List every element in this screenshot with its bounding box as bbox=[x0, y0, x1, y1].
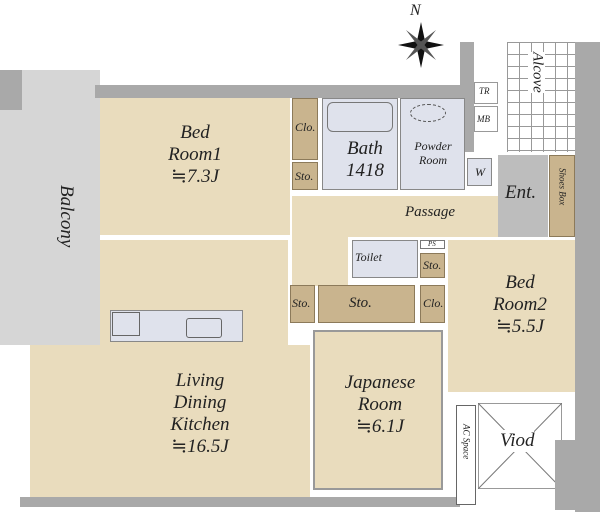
wall bbox=[555, 440, 575, 510]
void-label: Viod bbox=[500, 430, 535, 452]
balcony-label: Balcony bbox=[55, 185, 77, 248]
closet-bedroom2: Clo. bbox=[420, 285, 445, 323]
entrance-label: Ent. bbox=[505, 182, 537, 203]
storage-ldk: Sto. bbox=[290, 285, 315, 323]
mb-label: MB bbox=[477, 114, 490, 124]
stove-icon bbox=[112, 312, 140, 336]
alcove-label: Alcove bbox=[528, 52, 546, 93]
kitchen-sink-icon bbox=[186, 318, 222, 338]
compass-rose-icon bbox=[398, 22, 444, 68]
ldk bbox=[30, 345, 310, 497]
wall bbox=[0, 70, 22, 110]
wall bbox=[575, 42, 600, 512]
wall bbox=[95, 85, 465, 98]
bathtub-icon bbox=[327, 102, 393, 132]
passage-label: Passage bbox=[405, 204, 455, 220]
storage-bedroom1: Sto. bbox=[292, 162, 318, 190]
storage-main: Sto. bbox=[318, 285, 415, 323]
mb-box: MB bbox=[474, 106, 498, 132]
bedroom2 bbox=[448, 240, 575, 392]
closet-bedroom1: Clo. bbox=[292, 98, 318, 160]
bedroom1 bbox=[100, 98, 290, 235]
ac-space: AC Space bbox=[456, 405, 476, 505]
tr-box: TR bbox=[474, 82, 498, 104]
compass-north-label: N bbox=[410, 2, 421, 19]
storage-toilet: Sto. bbox=[420, 253, 445, 278]
passage-extension bbox=[292, 236, 348, 286]
ps-box: PS bbox=[420, 240, 445, 249]
toilet: Toilet bbox=[352, 240, 418, 278]
japanese-room bbox=[313, 330, 443, 490]
entrance bbox=[498, 155, 548, 237]
balcony bbox=[0, 70, 100, 345]
sink-icon bbox=[410, 104, 446, 122]
bath bbox=[322, 98, 398, 190]
passage bbox=[292, 196, 498, 237]
tr-label: TR bbox=[479, 86, 490, 96]
washer-space: W bbox=[467, 158, 492, 186]
shoes-box: Shoes Box bbox=[549, 155, 575, 237]
wall bbox=[20, 497, 460, 507]
